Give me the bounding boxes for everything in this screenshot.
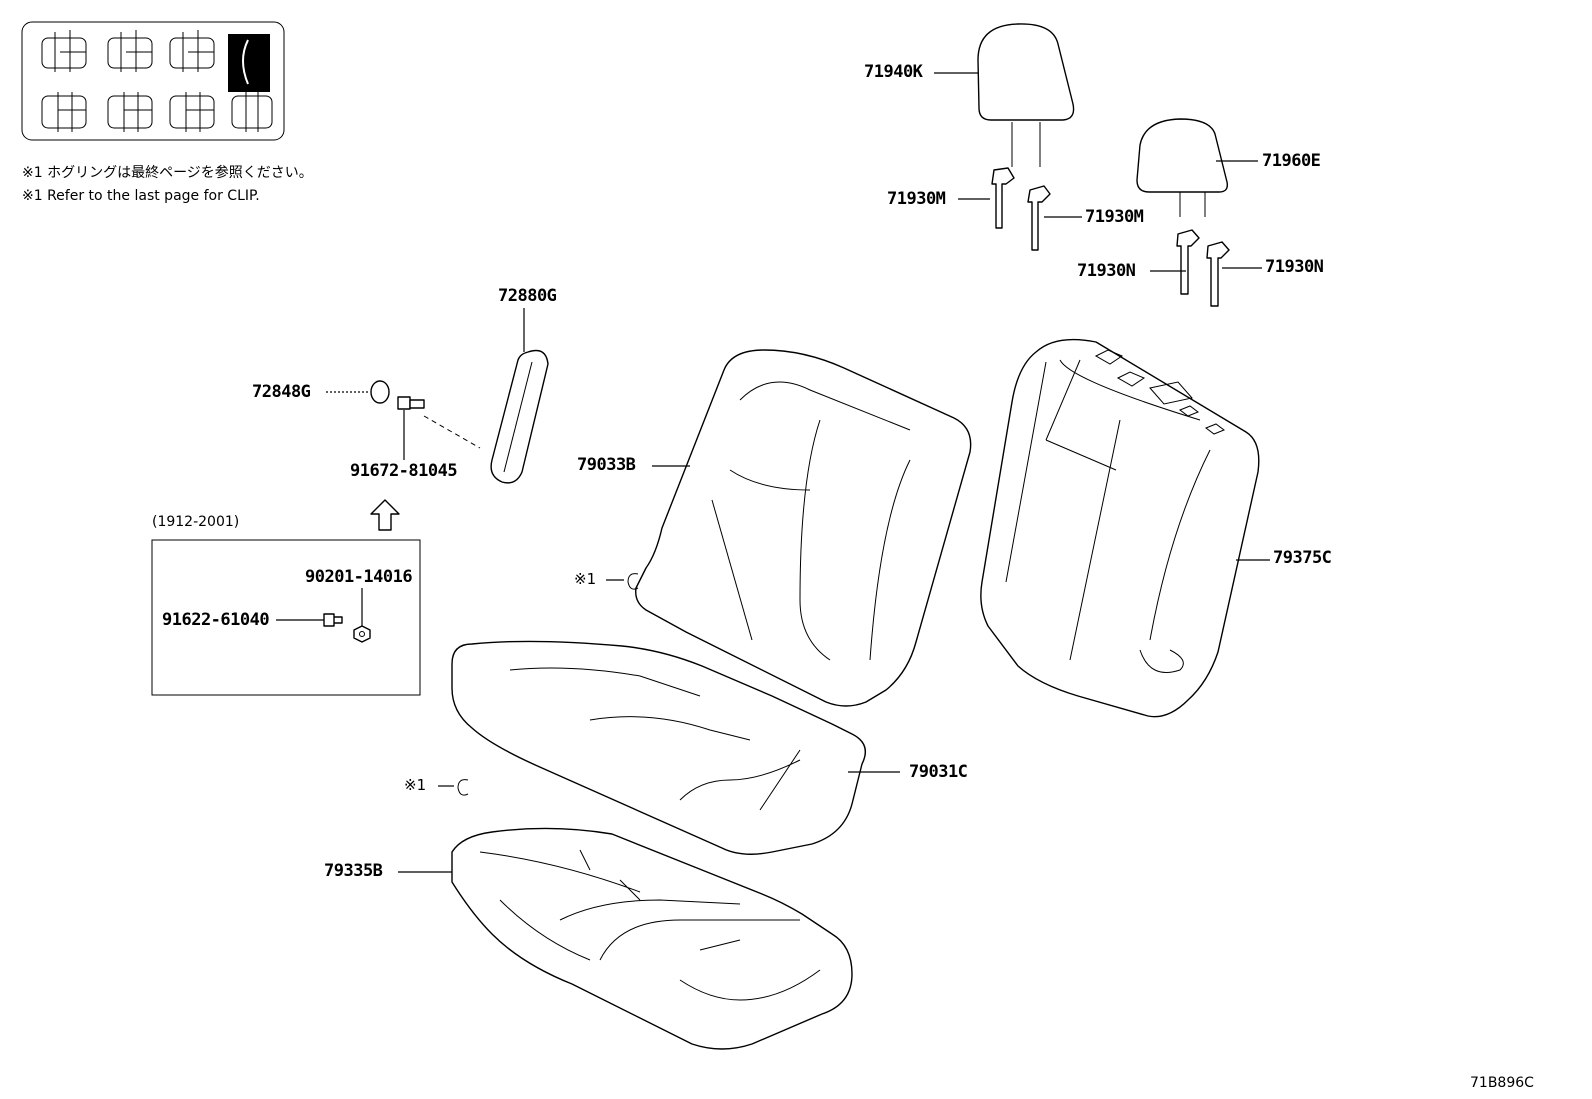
cap-72848g-shape: [326, 380, 390, 404]
headrest-support-shapes: [958, 167, 1262, 307]
label-79375c[interactable]: 79375C: [1273, 548, 1332, 568]
label-79031c[interactable]: 79031C: [909, 762, 968, 782]
label-71960e[interactable]: 71960E: [1262, 151, 1321, 171]
label-91622-61040[interactable]: 91622-61040: [162, 610, 270, 630]
clip-note-english: ※1 Refer to the last page for CLIP.: [22, 188, 260, 204]
inset-box: [151, 539, 421, 696]
upgrade-arrow: [370, 499, 400, 531]
clip-note-japanese: ※1 ホグリングは最終ページを参照ください。: [22, 165, 313, 181]
clip-ref-mark-1: ※1: [574, 570, 597, 588]
bolt-91672-shape: [397, 396, 425, 460]
label-71930m-left[interactable]: 71930M: [887, 189, 946, 209]
label-71940k[interactable]: 71940K: [864, 62, 923, 82]
label-71930n-left[interactable]: 71930N: [1077, 261, 1136, 281]
date-range-label: (1912-2001): [152, 514, 240, 530]
label-91672-81045[interactable]: 91672-81045: [350, 461, 458, 481]
label-72880g[interactable]: 72880G: [498, 286, 557, 306]
label-71930n-right[interactable]: 71930N: [1265, 257, 1324, 277]
diagram-code: 71B896C: [1470, 1075, 1534, 1091]
cushion-pad-79335b-shape: [398, 827, 853, 1050]
label-79033b[interactable]: 79033B: [577, 455, 636, 475]
armrest-72880g-shape: [423, 308, 549, 484]
clip-c-1: [606, 573, 639, 590]
seatback-79033b-shape: [635, 349, 972, 707]
seatback-pad-79375c-shape: [980, 338, 1270, 718]
clip-c-2: [438, 779, 469, 796]
label-71930m-right[interactable]: 71930M: [1085, 207, 1144, 227]
label-72848g[interactable]: 72848G: [252, 382, 311, 402]
cushion-79031c-shape: [451, 640, 900, 855]
seat-index-thumbnail: [21, 21, 285, 141]
clip-ref-mark-2: ※1: [404, 776, 427, 794]
label-90201-14016[interactable]: 90201-14016: [305, 567, 413, 587]
label-79335b[interactable]: 79335B: [324, 861, 383, 881]
headrest-71940k-shape: [934, 23, 1075, 167]
headrest-71960e-shape: [1136, 118, 1258, 217]
